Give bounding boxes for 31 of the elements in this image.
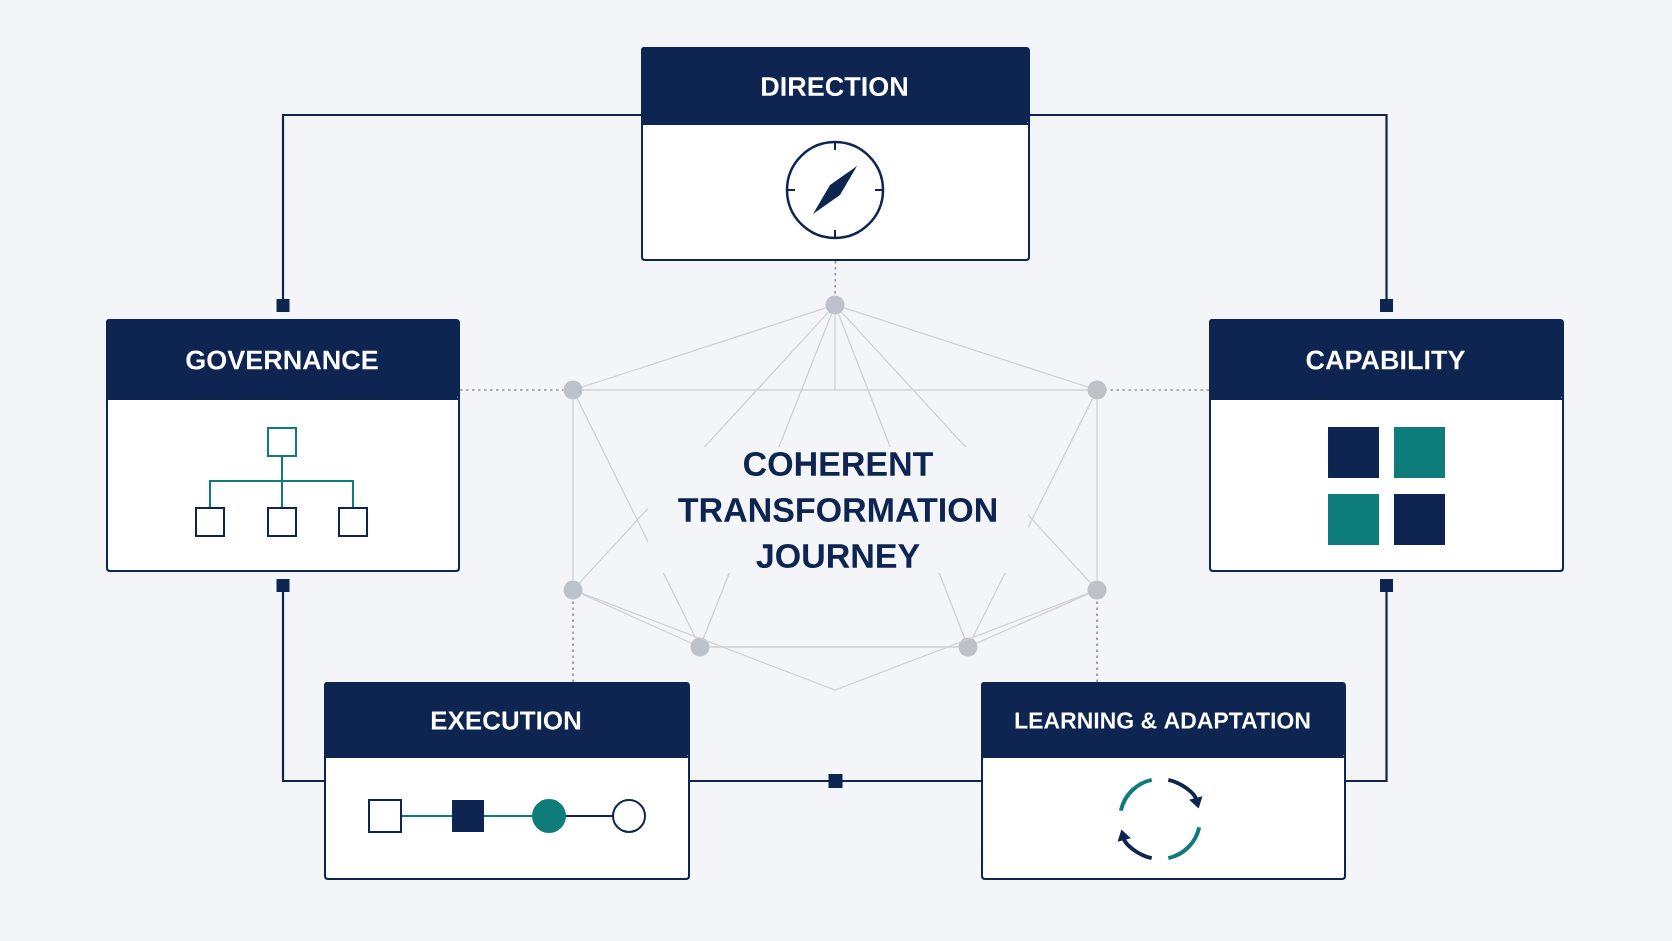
network-dot [1087,580,1107,600]
network-line [843,307,1089,388]
dotted-line [572,598,574,683]
network-dot [690,637,710,657]
dotted-line [1096,598,1098,683]
network-line [976,593,1089,644]
network-line [581,307,827,388]
center-title: COHERENT TRANSFORMATION JOURNEY [648,446,1028,574]
network-dot [825,295,845,315]
panel-heading: GOVERNANCE [186,350,378,370]
network-dot [563,380,583,400]
panel-heading: CAPABILITY [1306,350,1466,370]
panel-card [323,682,690,880]
connector [1030,113,1393,312]
network-dot [563,580,583,600]
network-line [581,592,1089,691]
connector [276,579,324,783]
panel-heading: DIRECTION [762,76,907,97]
panel-heading: LEARNING & ADAPTATION [1015,712,1310,729]
network-line [581,593,692,644]
network-dot [958,637,978,657]
panel-card [980,682,1346,880]
panel-card [105,319,460,572]
connector [276,113,641,312]
panel-heading: EXECUTION [431,711,581,730]
network-line [582,313,1088,391]
dotted-line [459,389,565,391]
network-dot [1087,380,1107,400]
panel-card [640,47,1030,261]
connector [690,774,981,788]
connector [1346,579,1393,783]
